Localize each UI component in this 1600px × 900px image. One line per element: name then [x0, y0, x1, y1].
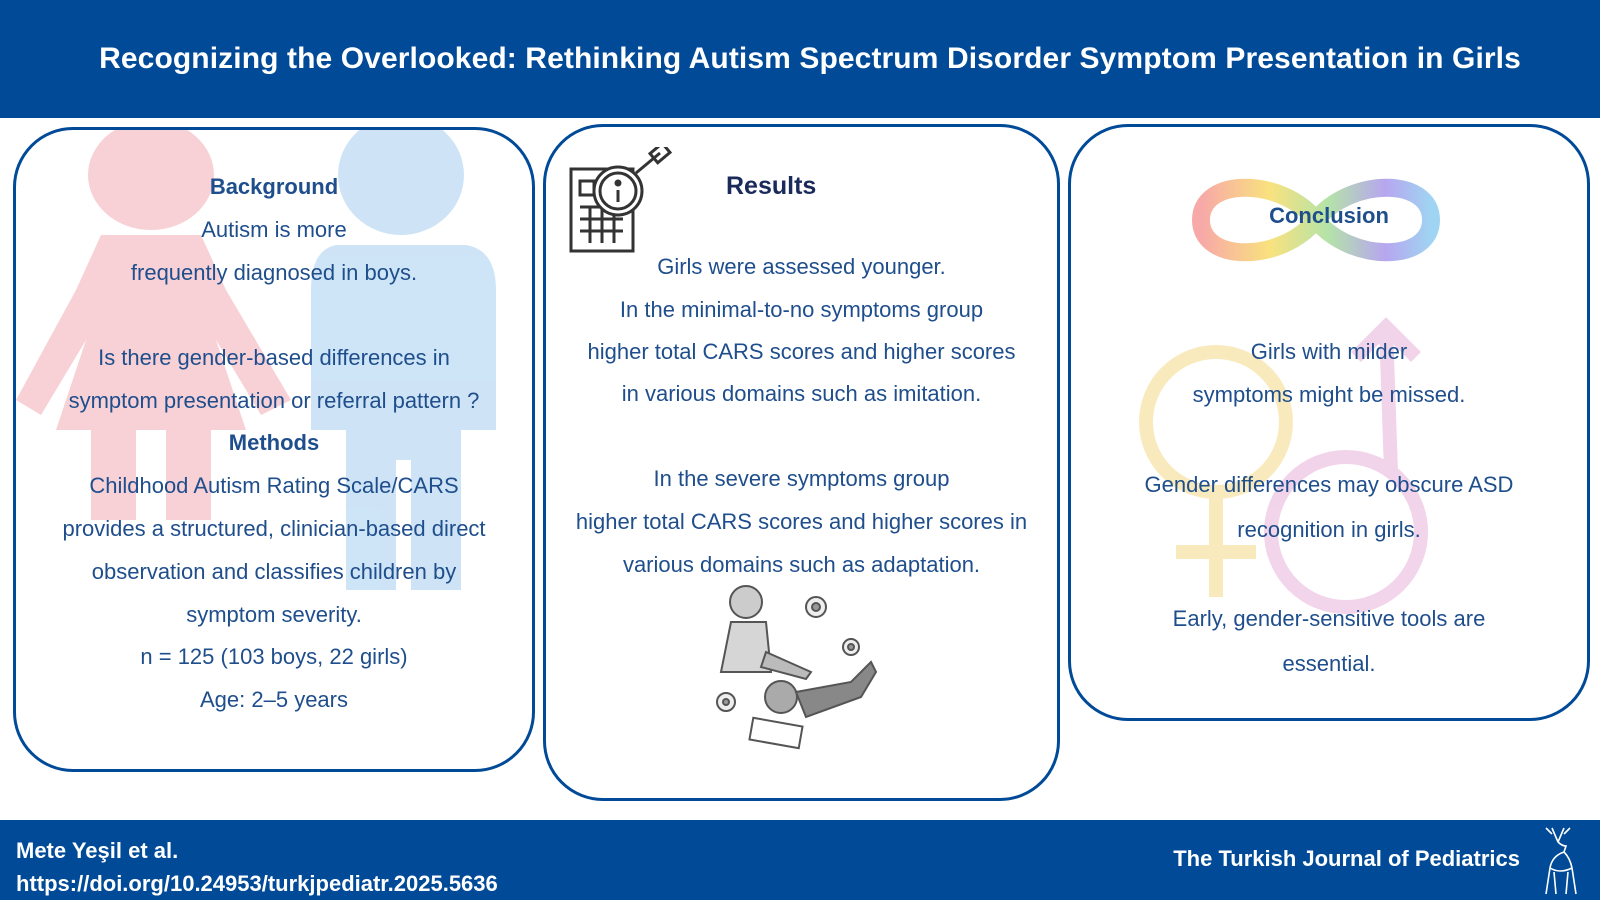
conclusion-panel: Conclusion Girls with milder symptoms mi… [1068, 124, 1590, 721]
methods-line-1: Childhood Autism Rating Scale/CARS [89, 473, 459, 498]
document-magnifier-icon [569, 147, 673, 253]
conclusion-line-3: Gender differences may obscure ASD [1144, 472, 1514, 497]
results-line-3: higher total CARS scores and higher scor… [587, 339, 1016, 364]
results-line-6: higher total CARS scores and higher scor… [575, 509, 1028, 534]
background-line-3: Is there gender-based differences in [98, 345, 450, 370]
results-line-2: In the minimal-to-no symptoms group [619, 297, 984, 322]
footer-banner: Mete Yeşil et al. https://doi.org/10.249… [0, 820, 1600, 900]
journal-name: The Turkish Journal of Pediatrics [1173, 846, 1520, 871]
authors-text: Mete Yeşil et al. [16, 838, 179, 863]
conclusion-line-1: Girls with milder [1250, 339, 1408, 364]
results-line-5: In the severe symptoms group [653, 466, 950, 491]
header-banner: Recognizing the Overlooked: Rethinking A… [0, 0, 1600, 118]
results-line-7: various domains such as adaptation. [622, 552, 981, 577]
deer-logo-icon [1545, 827, 1577, 895]
methods-sample-size: n = 125 (103 boys, 22 girls) [140, 644, 408, 669]
background-line-4: symptom presentation or referral pattern… [68, 388, 480, 413]
gender-symbols-image [1139, 178, 1441, 614]
methods-line-3: observation and classifies children by [91, 559, 457, 584]
citation: Mete Yeşil et al. https://doi.org/10.249… [16, 834, 498, 900]
results-panel: Results Girls were assessed younger. In … [543, 124, 1060, 801]
page-title: Recognizing the Overlooked: Rethinking A… [99, 42, 1521, 75]
conclusion-line-6: essential. [1282, 651, 1376, 676]
girl-boy-silhouette-image [16, 130, 496, 590]
conclusion-heading: Conclusion [1269, 203, 1389, 228]
children-drawing-illustration [716, 585, 878, 750]
methods-heading: Methods [228, 430, 320, 455]
results-line-1: Girls were assessed younger. [657, 254, 946, 279]
background-line-2: frequently diagnosed in boys. [130, 260, 418, 285]
background-heading: Background [209, 174, 339, 199]
infinity-symbol-icon [1191, 178, 1441, 262]
results-line-4: in various domains such as imitation. [621, 381, 982, 406]
doi-link[interactable]: https://doi.org/10.24953/turkjpediatr.20… [16, 871, 498, 896]
results-heading: Results [726, 172, 817, 200]
conclusion-line-4: recognition in girls. [1237, 517, 1421, 542]
background-line-1: Autism is more [201, 217, 347, 242]
methods-line-4: symptom severity. [186, 602, 362, 627]
conclusion-line-5: Early, gender-sensitive tools are [1172, 606, 1486, 631]
background-panel: Background Autism is more frequently dia… [13, 127, 535, 772]
methods-age-range: Age: 2–5 years [200, 687, 348, 712]
methods-line-2: provides a structured, clinician-based d… [62, 516, 486, 541]
conclusion-line-2: symptoms might be missed. [1192, 382, 1466, 407]
